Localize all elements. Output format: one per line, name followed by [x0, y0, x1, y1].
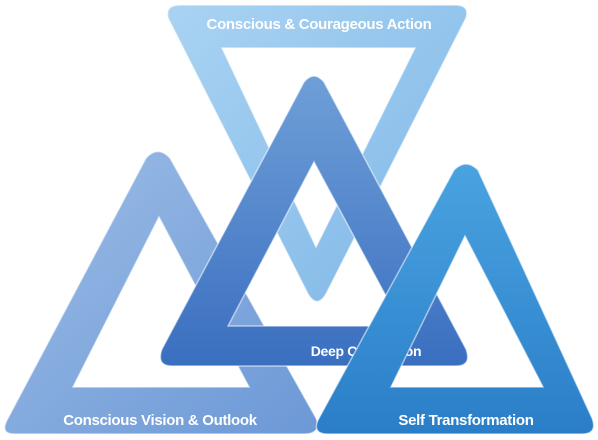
right-triangle: [315, 163, 595, 435]
top-triangle-label: Conscious & Courageous Action: [207, 16, 432, 33]
left-triangle-label: Conscious Vision & Outlook: [63, 412, 258, 429]
right-triangle-label: Self Transformation: [398, 412, 533, 429]
right-triangle-group: Self Transformation: [315, 163, 595, 435]
